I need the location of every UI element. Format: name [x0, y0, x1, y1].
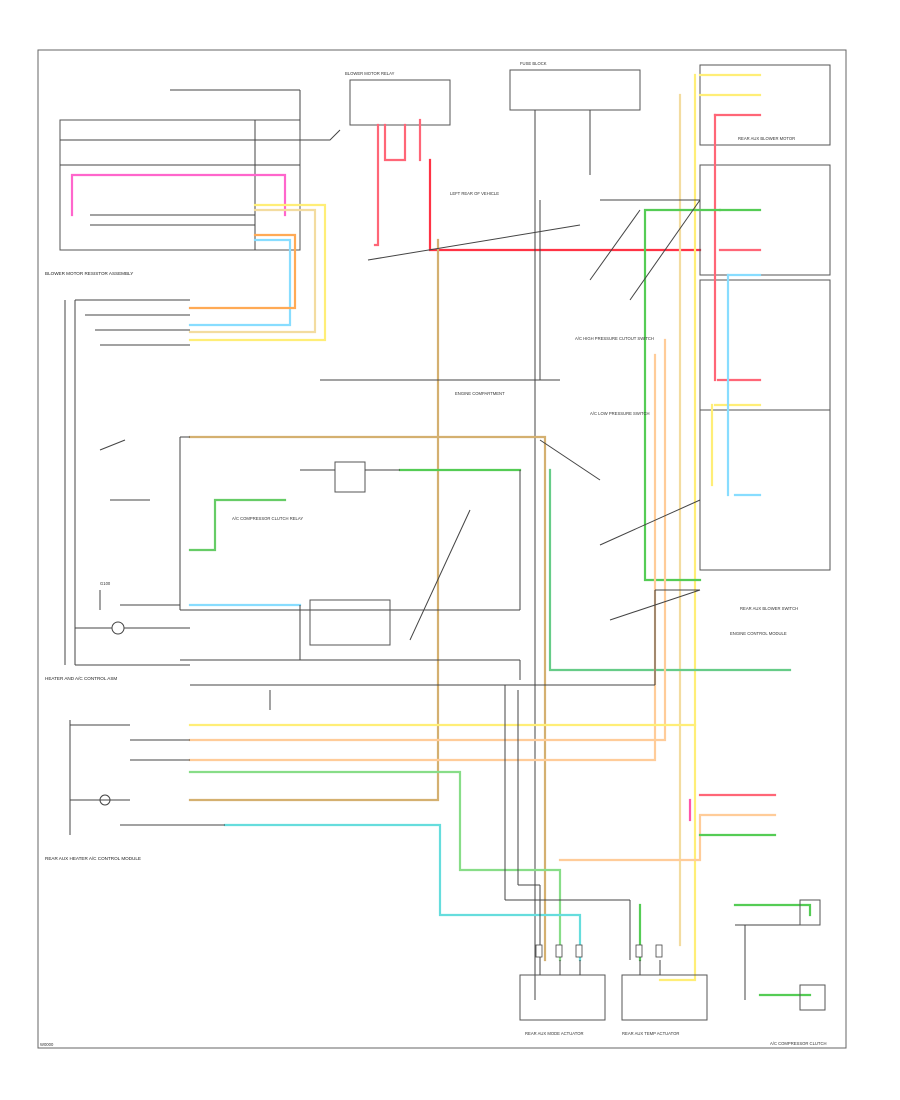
wire-cyan-lower: [223, 823, 582, 962]
wire-green-right-2: [733, 903, 812, 917]
right-module-4: [699, 403, 831, 571]
wire-green-2: [548, 468, 792, 672]
fuse-block-label: FUSE BLOCK: [520, 61, 547, 66]
wire-peach-1: [188, 353, 657, 762]
left-seat-label: LEFT REAR OF VEHICLE: [450, 191, 499, 196]
blower-motor-relay-label: BLOWER MOTOR RELAY: [345, 71, 395, 76]
hvac-control-left: [64, 299, 190, 666]
wire-lightblue-1: [188, 238, 292, 327]
power-source-block: [509, 69, 641, 1000]
compressor-relay-label: A/C COMPRESSOR CLUTCH RELAY: [232, 516, 303, 521]
compressor-clutch: [799, 899, 826, 1011]
rear-aux-temp-actuator: [621, 960, 708, 1021]
connector-pins: [535, 944, 663, 958]
rear-aux-temp-actuator-label: REAR AUX TEMP ACTUATOR: [622, 1031, 679, 1036]
wire-tan-center: [188, 238, 440, 802]
hvac-panel-label: HEATER AND A/C CONTROL ASM: [45, 676, 117, 681]
blower-resistor-label: BLOWER MOTOR RESISTOR ASSEMBLY: [45, 271, 133, 276]
rear-aux-mode-actuator-label: REAR AUX MODE ACTUATOR: [525, 1031, 583, 1036]
center-relay-box: [299, 461, 400, 660]
diagram-frame: [37, 49, 847, 1049]
rear-hvac-panel-label: REAR AUX HEATER A/C CONTROL MODULE: [45, 856, 141, 861]
wire-green-lower-2: [188, 498, 287, 552]
right-module-3: [699, 273, 831, 411]
wire-tan-1: [188, 208, 317, 334]
wire-black-3: [60, 129, 341, 141]
sheet-code: W0000: [40, 1042, 54, 1047]
ecm-label: ENGINE CONTROL MODULE: [730, 631, 787, 636]
engine-compartment-label: ENGINE COMPARTMENT: [455, 391, 505, 396]
right-module-1: [698, 64, 831, 146]
compressor-clutch-label: A/C COMPRESSOR CLUTCH: [770, 1041, 827, 1046]
wire-orange-1: [188, 233, 297, 310]
rear-aux-blower-switch-label: REAR AUX BLOWER SWITCH: [740, 606, 798, 611]
hvac-control-module-top: [59, 89, 301, 251]
blower-motor-relay: [349, 79, 702, 252]
wire-yellow-1: [188, 203, 327, 342]
wire-yellow-bus: [658, 73, 697, 982]
ground-label: G100: [100, 581, 111, 586]
wire-green-long: [643, 208, 722, 582]
rear-blower-motor-label: REAR AUX BLOWER MOTOR: [738, 136, 795, 141]
rear-control-panel: [69, 720, 225, 835]
lp-switch-label: A/C LOW PRESSURE SWITCH: [590, 411, 650, 416]
wire-pink: [70, 173, 287, 217]
hp-switch-label: A/C HIGH PRESSURE CUTOUT SWITCH: [575, 336, 654, 341]
right-module-2: [699, 164, 831, 276]
wire-green-right: [638, 833, 777, 962]
wire-peach-lower: [558, 813, 777, 862]
wire-peach-2: [188, 338, 667, 742]
black-wiring: [99, 199, 810, 1000]
wire-tan-center-2: [188, 435, 547, 962]
rear-aux-mode-actuator: [519, 960, 606, 1021]
